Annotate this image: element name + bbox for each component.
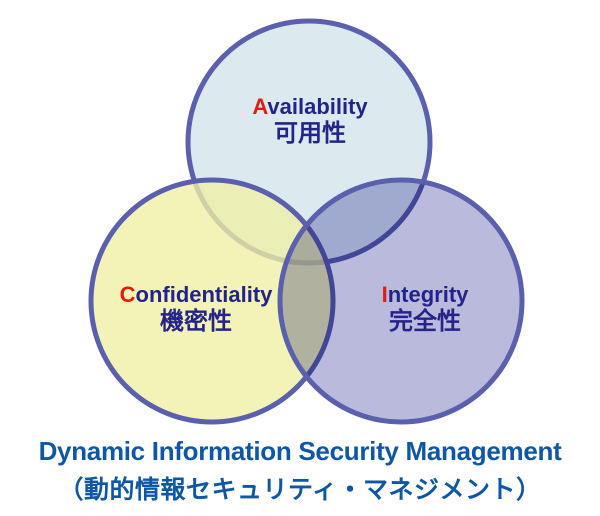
availability-rest: vailability — [267, 94, 368, 119]
confidentiality-label: Confidentiality 機密性 — [120, 282, 273, 336]
integrity-label-ja: 完全性 — [389, 308, 461, 336]
integrity-label: Integrity 完全性 — [382, 282, 469, 336]
integrity-circle-border — [277, 177, 525, 425]
integrity-initial: I — [381, 282, 388, 307]
integrity-label-en: Integrity — [382, 282, 469, 307]
confidentiality-initial: C — [119, 282, 136, 307]
confidentiality-rest: onfidentiality — [135, 282, 273, 307]
availability-label-ja: 可用性 — [273, 120, 346, 148]
integrity-rest: ntegrity — [387, 282, 469, 307]
caption-title-ja: （動的情報セキュリティ・マネジメント） — [58, 476, 542, 504]
availability-label-en: Availability — [252, 94, 367, 119]
integrity-circle-fill — [280, 180, 522, 422]
confidentiality-label-ja: 機密性 — [160, 308, 232, 336]
availability-initial: A — [252, 94, 268, 119]
caption-title-en: Dynamic Information Security Management — [38, 436, 562, 466]
confidentiality-label-en: Confidentiality — [120, 282, 273, 307]
availability-label: Availability 可用性 — [252, 94, 367, 148]
